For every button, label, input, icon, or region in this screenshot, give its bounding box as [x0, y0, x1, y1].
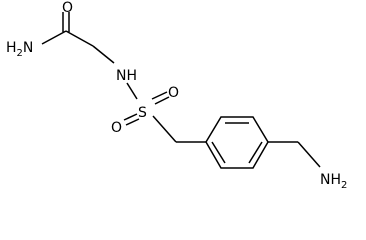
bond-s-o-bottom-a	[123, 113, 138, 121]
benzyl-nh2-subscript: 2	[341, 180, 347, 191]
bond-s-o-right-a	[151, 91, 168, 100]
carbonyl-o-label: O	[62, 0, 73, 16]
amide-nh2-subscript: 2	[17, 48, 23, 59]
amide-nh2-h: H	[6, 40, 17, 56]
bond-s-o-bottom-b	[125, 118, 140, 126]
bond-s-o-right-b	[154, 96, 170, 105]
amide-nh2-n: N	[23, 40, 33, 56]
benzyl-nh2-label: NH2	[320, 172, 347, 191]
sulfonyl-o-bottom-label: O	[111, 120, 122, 136]
bond-c-ch2	[65, 30, 94, 47]
benzene-ring	[205, 116, 269, 169]
chemical-structure-diagram: H2N O NH S O O NH2	[6, 0, 347, 191]
ring-double-bond-right	[248, 141, 263, 164]
sulfonyl-o-right-label: O	[168, 85, 179, 101]
ring-double-bond-left	[211, 141, 226, 164]
bond-n-amide-c	[41, 30, 67, 45]
benzyl-nh2-nh: NH	[320, 172, 341, 188]
bond-s-ch2	[152, 115, 177, 143]
sulfonamide-nh-label: NH	[116, 68, 137, 84]
sulfur-label: S	[138, 105, 147, 121]
bond-nh-s	[126, 82, 138, 100]
bond-ch2-nh	[92, 45, 115, 64]
amide-nh2-label: H2N	[6, 40, 33, 59]
structure-canvas: H2N O NH S O O NH2	[6, 0, 347, 191]
bond-ch2-nh2	[297, 141, 321, 168]
